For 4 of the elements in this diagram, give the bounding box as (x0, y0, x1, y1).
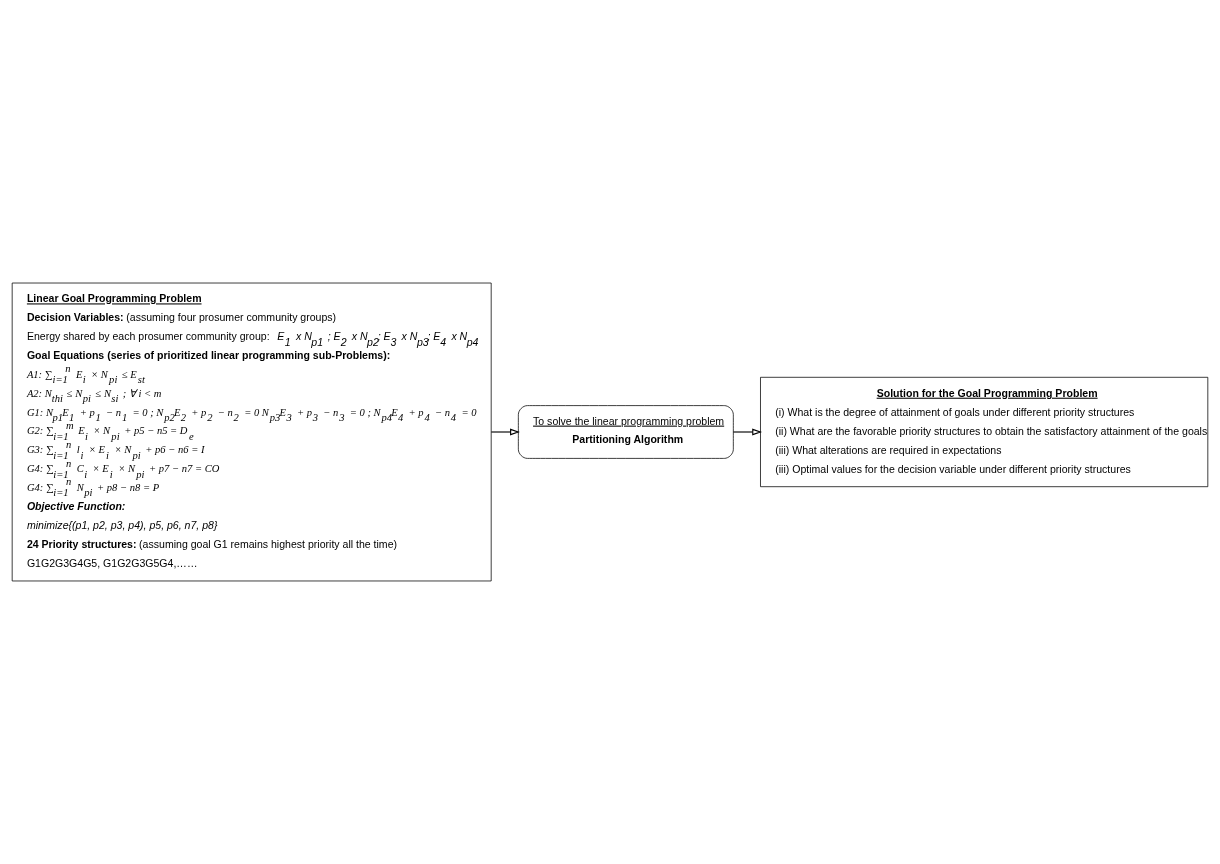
arrow (490, 428, 520, 436)
node-box: Solution for the Goal Programming Problem (i) What is the degree of attainment of goals under different priority structures (ii) What are the favorable priority structures to obtain the satisfactory attainment of the goals (iii) What alterations are required in expectations (iii) Optimal values for the decision variable under different priority structures (760, 376, 1209, 488)
arrow (732, 428, 762, 436)
node-box: To solve the linear programming problem Partitioning Algorithm (517, 405, 734, 459)
